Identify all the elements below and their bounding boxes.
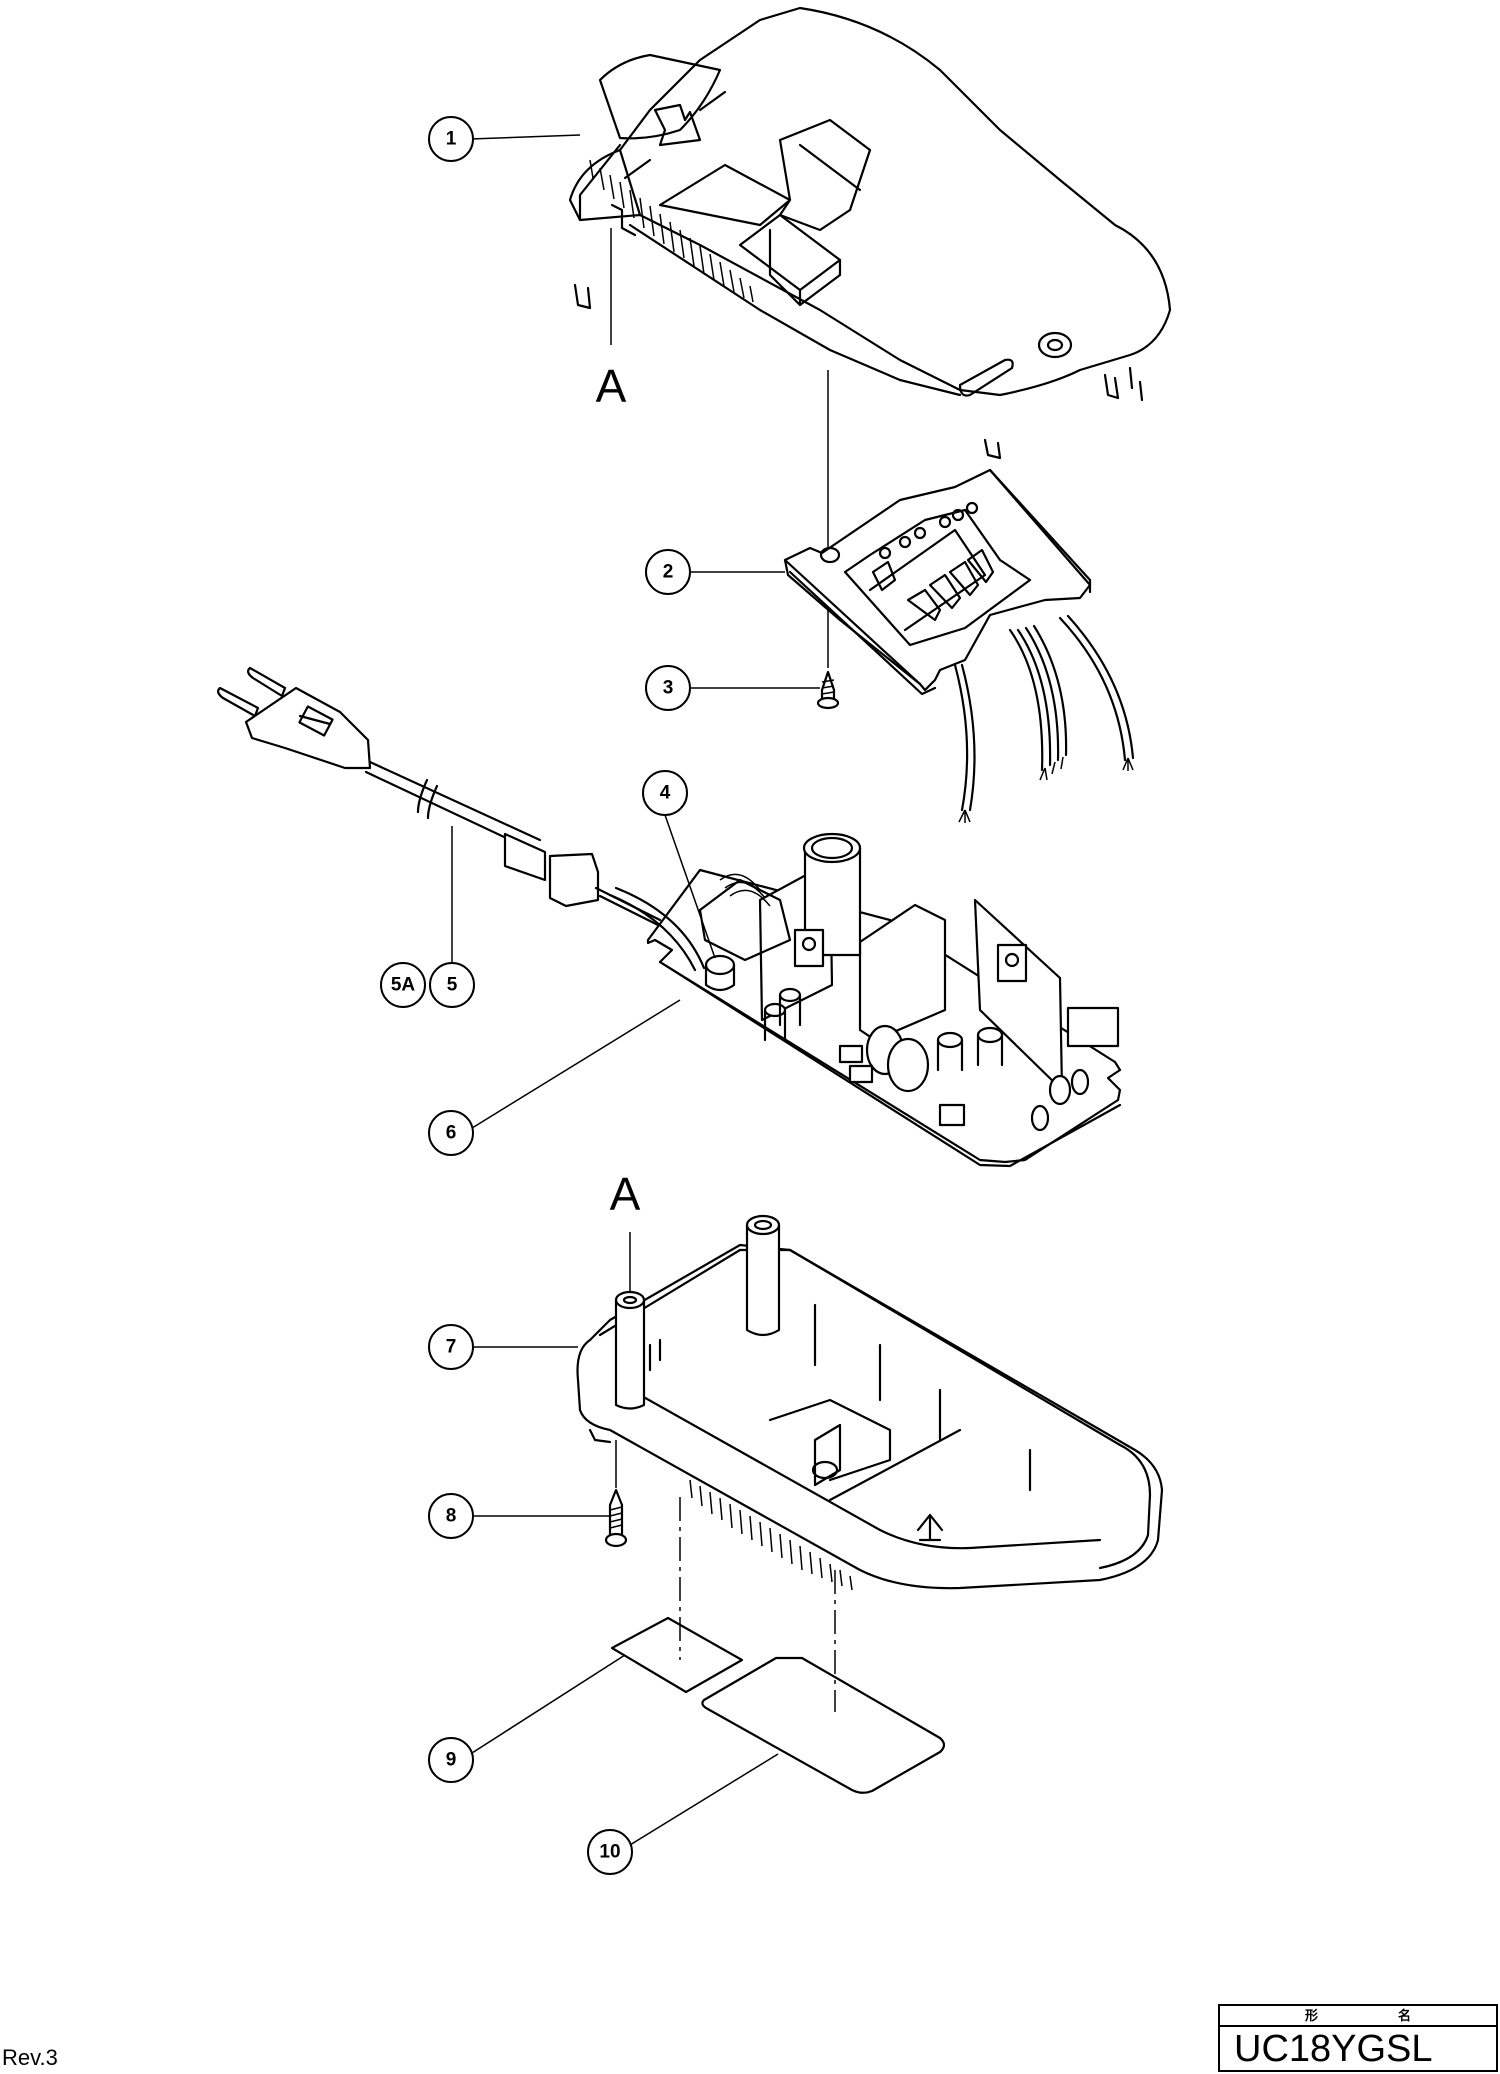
callout-2[interactable]: 2: [645, 549, 691, 595]
callout-8-label: 8: [446, 1506, 457, 1527]
callout-9-label: 9: [446, 1750, 457, 1771]
screw-8[interactable]: [604, 1488, 628, 1548]
callout-9[interactable]: 9: [428, 1737, 474, 1783]
screw-3[interactable]: [816, 670, 840, 710]
callout-1-label: 1: [446, 129, 457, 150]
callout-3[interactable]: 3: [645, 665, 691, 711]
lower-vent-slots: [689, 1479, 853, 1591]
callout-2-label: 2: [663, 562, 674, 583]
callout-10-label: 10: [599, 1842, 620, 1863]
callout-5a[interactable]: 5A: [380, 962, 426, 1008]
reference-mark-a-lower: A: [610, 1168, 641, 1220]
name-plate[interactable]: [701, 1656, 946, 1794]
callout-4[interactable]: 4: [642, 770, 688, 816]
callout-5a-label: 5A: [391, 975, 416, 996]
pcb-components: [763, 987, 1120, 1132]
small-label[interactable]: [610, 1616, 744, 1694]
power-cord[interactable]: [216, 666, 666, 930]
callout-6[interactable]: 6: [428, 1110, 474, 1156]
model-header-left: 形: [1304, 2008, 1318, 2023]
model-header-right: 名: [1398, 2008, 1412, 2023]
revision-label: Rev.3: [2, 2045, 58, 2070]
callout-4-label: 4: [660, 783, 671, 804]
callout-7-label: 7: [446, 1337, 457, 1358]
callout-1[interactable]: 1: [428, 116, 474, 162]
callout-8[interactable]: 8: [428, 1493, 474, 1539]
lower-housing[interactable]: [576, 1214, 1164, 1591]
model-title-block: 形 名 UC18YGSL: [1218, 2004, 1498, 2072]
callout-10[interactable]: 10: [587, 1829, 633, 1875]
callout-3-label: 3: [663, 678, 674, 699]
callout-7[interactable]: 7: [428, 1324, 474, 1370]
model-header: 形 名: [1220, 2006, 1496, 2027]
leader-lines: [451, 134, 836, 1846]
upper-housing[interactable]: [568, 6, 1172, 460]
connector-pins: [871, 548, 995, 622]
callout-6-label: 6: [446, 1123, 457, 1144]
reference-mark-a-upper: A: [596, 360, 627, 412]
terminal-block[interactable]: [783, 468, 1135, 823]
pcb-assembly[interactable]: [608, 832, 1122, 1168]
callout-5-label: 5: [447, 975, 458, 996]
callout-5[interactable]: 5: [429, 962, 475, 1008]
model-name: UC18YGSL: [1234, 2028, 1433, 2070]
vent-slots: [589, 159, 754, 303]
lead-wires: [953, 614, 1135, 823]
